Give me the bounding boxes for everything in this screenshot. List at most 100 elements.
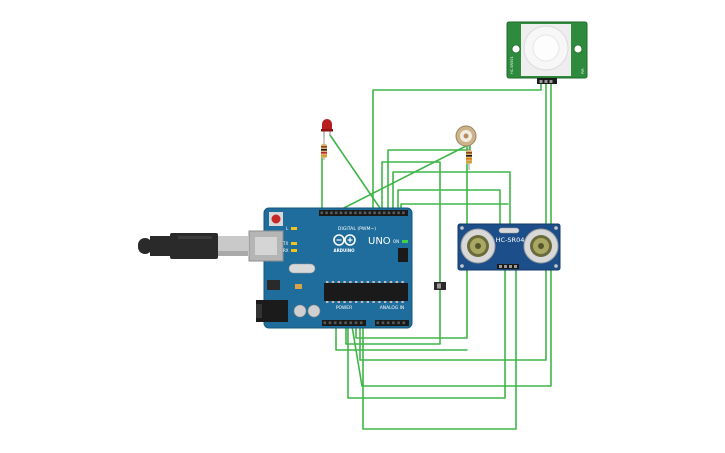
chip-leg bbox=[401, 301, 404, 303]
arduino-board[interactable]: DIGITAL (PWM~) L TX RX ON UNO ARDUINO bbox=[248, 207, 413, 329]
pin-hole[interactable] bbox=[320, 211, 324, 215]
pin-hole[interactable] bbox=[378, 211, 381, 215]
atmega-chip-legs bbox=[326, 281, 404, 303]
ultrasonic-pin-header bbox=[497, 264, 519, 269]
bottom-header-pins bbox=[323, 321, 406, 325]
pin-hole[interactable] bbox=[382, 211, 386, 215]
dc-power-jack-tip bbox=[256, 304, 262, 318]
atmega-chip bbox=[324, 283, 408, 301]
wire-pir-signal[interactable] bbox=[372, 83, 542, 215]
rx-led-label: RX bbox=[283, 248, 289, 253]
pir-side-text-right: PIR bbox=[581, 68, 585, 74]
pin-hole[interactable] bbox=[334, 211, 338, 215]
ultrasonic-mount-hole-bl bbox=[460, 264, 464, 268]
digital-header-label: DIGITAL (PWM~) bbox=[338, 226, 376, 232]
pin-hole[interactable] bbox=[354, 321, 358, 325]
pin-hole[interactable] bbox=[402, 321, 406, 325]
dc-power-jack[interactable] bbox=[256, 300, 288, 322]
photoresistor-resistor[interactable] bbox=[466, 146, 472, 170]
pin-hole[interactable] bbox=[325, 211, 328, 215]
chip-leg bbox=[378, 281, 381, 283]
pin-hole[interactable] bbox=[402, 211, 405, 215]
pin-hole[interactable] bbox=[368, 211, 372, 215]
slide-switch[interactable] bbox=[434, 282, 446, 290]
pir-mount-hole-left bbox=[511, 44, 521, 54]
pin-hole[interactable] bbox=[359, 321, 363, 325]
ultrasonic-sensor[interactable]: HC-SR04 bbox=[457, 223, 561, 271]
pin-hole[interactable] bbox=[330, 211, 333, 215]
chip-leg bbox=[326, 301, 329, 303]
chip-leg bbox=[372, 301, 375, 303]
chip-leg bbox=[389, 301, 393, 303]
chip-leg bbox=[343, 281, 346, 283]
chip-leg bbox=[384, 301, 387, 303]
wire-pot-signal[interactable] bbox=[331, 143, 471, 215]
photoresistor[interactable] bbox=[455, 125, 477, 147]
chip-leg bbox=[349, 301, 352, 303]
chip-leg bbox=[366, 301, 369, 303]
pin-hole[interactable] bbox=[376, 321, 380, 325]
wire-led-anode[interactable] bbox=[329, 134, 385, 215]
wire-pir-vcc[interactable] bbox=[359, 83, 547, 361]
ultrasonic-model-label: HC-SR04 bbox=[496, 236, 525, 244]
pin-hole[interactable] bbox=[344, 211, 348, 215]
on-led bbox=[402, 240, 408, 243]
wire-extra-2[interactable] bbox=[335, 325, 468, 351]
chip-leg bbox=[360, 281, 364, 283]
ultrasonic-mount-hole-br bbox=[554, 264, 558, 268]
usb-cable-strain bbox=[138, 238, 152, 254]
red-led[interactable] bbox=[321, 119, 333, 138]
pin-hole[interactable] bbox=[339, 211, 343, 215]
pir-sensor[interactable]: HC-SR501 PIR bbox=[506, 21, 588, 84]
chip-leg bbox=[378, 301, 381, 303]
pin-hole[interactable] bbox=[397, 321, 400, 325]
wire-us-trig[interactable] bbox=[347, 269, 506, 399]
chip-leg bbox=[331, 301, 335, 303]
pin-hole[interactable] bbox=[392, 321, 395, 325]
ultrasonic-mount-hole-tr bbox=[554, 226, 558, 230]
power-header-label: POWER bbox=[336, 305, 352, 311]
pin-hole[interactable] bbox=[339, 321, 342, 325]
chip-leg bbox=[384, 281, 387, 283]
pin-hole[interactable] bbox=[397, 211, 400, 215]
pin-hole[interactable] bbox=[354, 211, 357, 215]
board-model-label: UNO bbox=[368, 236, 391, 247]
digital-header bbox=[319, 210, 408, 216]
wire-us-echo[interactable] bbox=[392, 171, 511, 271]
pin-hole[interactable] bbox=[349, 211, 352, 215]
chip-leg bbox=[355, 281, 358, 283]
led-resistor[interactable] bbox=[321, 138, 327, 160]
crystal-oscillator bbox=[288, 263, 316, 274]
pin-hole[interactable] bbox=[358, 211, 362, 215]
pin-hole[interactable] bbox=[381, 321, 385, 325]
pin-hole[interactable] bbox=[328, 321, 332, 325]
wire-us-gnd[interactable] bbox=[362, 269, 517, 430]
pin-hole[interactable] bbox=[349, 321, 353, 325]
wire-extra-3[interactable] bbox=[400, 203, 509, 215]
usb-plug-metal-shade bbox=[218, 251, 248, 256]
pin-hole[interactable] bbox=[344, 321, 347, 325]
wire-extra-1[interactable] bbox=[387, 143, 471, 215]
led-body bbox=[322, 119, 332, 130]
l-led bbox=[291, 227, 297, 230]
usb-b-port-inner bbox=[255, 237, 277, 255]
usb-plug-ridge bbox=[178, 236, 212, 239]
arduino-logo-icon bbox=[333, 234, 356, 246]
reset-button[interactable] bbox=[271, 214, 281, 224]
pin-hole[interactable] bbox=[373, 211, 376, 215]
pin-hole[interactable] bbox=[392, 211, 396, 215]
chip-leg bbox=[343, 301, 346, 303]
icsp-header bbox=[398, 248, 408, 262]
pir-mount-hole-right bbox=[573, 44, 583, 54]
usb-cable[interactable] bbox=[138, 233, 248, 259]
pin-hole[interactable] bbox=[363, 211, 367, 215]
pin-hole[interactable] bbox=[333, 321, 337, 325]
chip-leg bbox=[337, 281, 340, 283]
pin-hole[interactable] bbox=[323, 321, 327, 325]
wire-switch-bottom[interactable] bbox=[345, 289, 441, 345]
pin-hole[interactable] bbox=[386, 321, 390, 325]
pin-hole[interactable] bbox=[387, 211, 391, 215]
wire-switch-top[interactable] bbox=[381, 161, 441, 283]
chip-leg bbox=[355, 301, 358, 303]
